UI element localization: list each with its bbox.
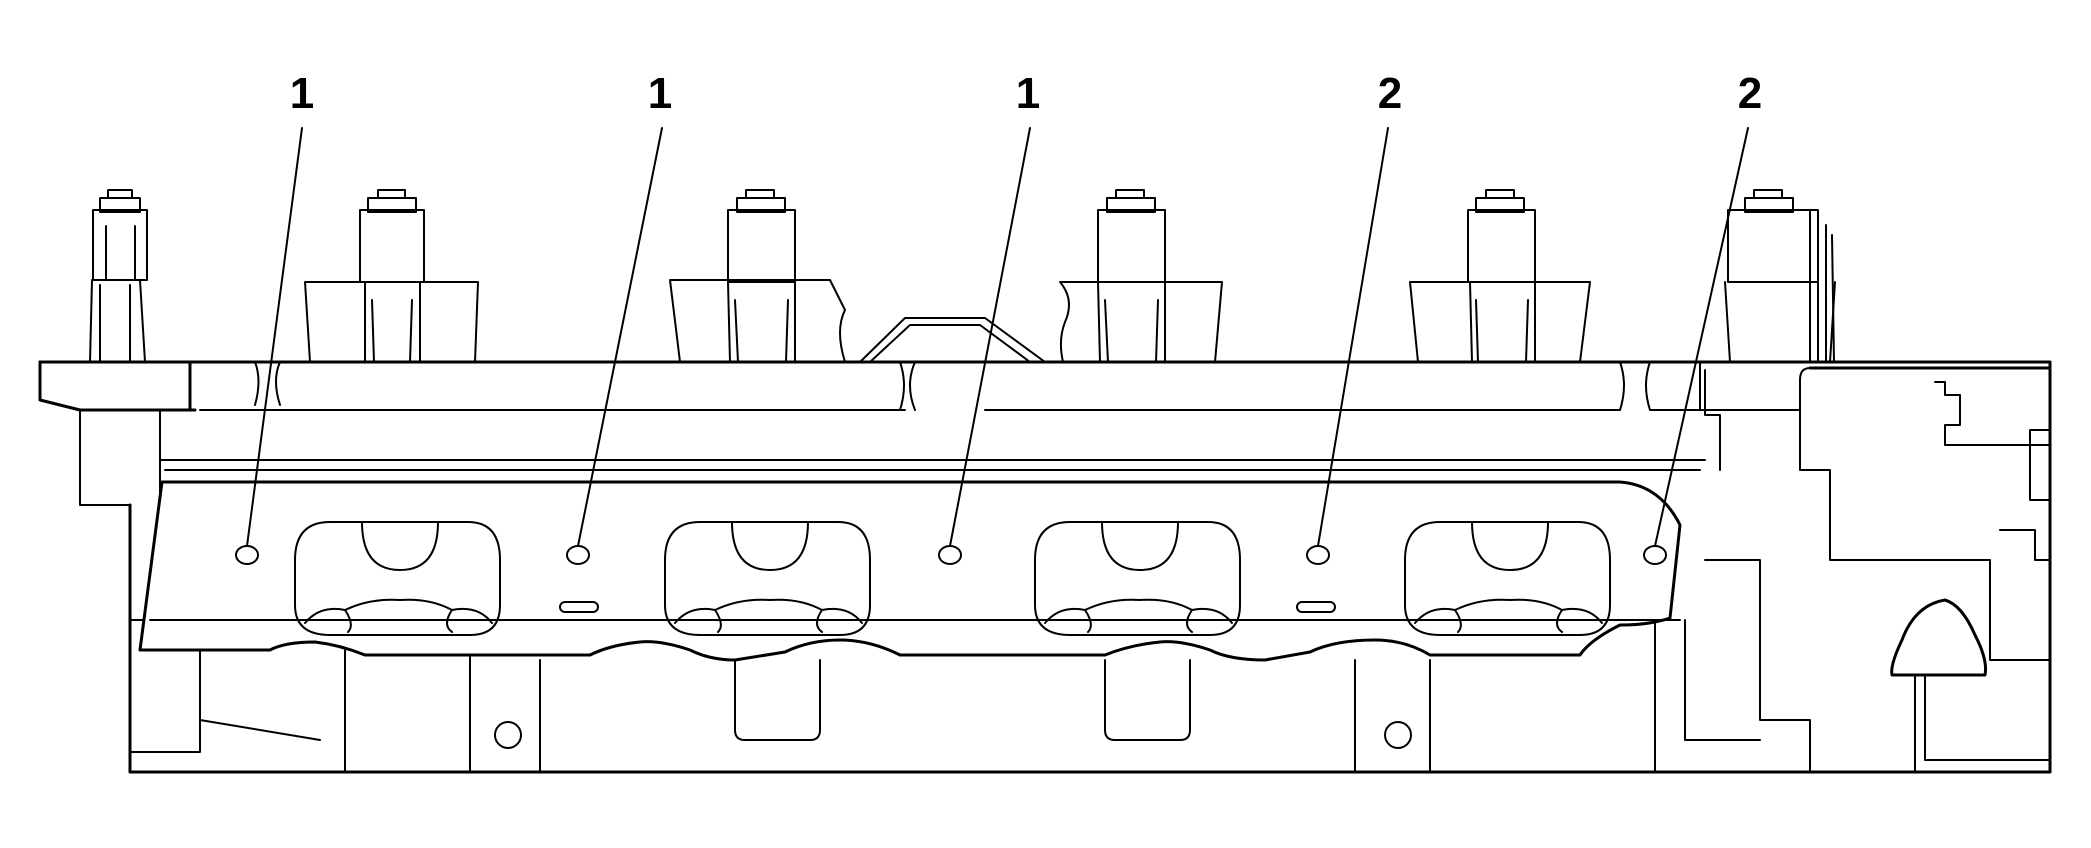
gasket-slot-right bbox=[1296, 601, 1336, 613]
callout-label-2: 2 bbox=[1738, 69, 1762, 118]
leader-line bbox=[949, 127, 1031, 547]
exhaust-port-3 bbox=[1034, 521, 1241, 636]
callout-label-1: 1 bbox=[648, 69, 672, 118]
bolt-tower-4 bbox=[1059, 189, 1223, 363]
callout-label-1: 1 bbox=[1016, 69, 1040, 118]
callout-group-2b: 2 bbox=[1643, 69, 1762, 565]
callout-group-1a: 1 bbox=[235, 69, 314, 565]
callout-group-1c: 1 bbox=[938, 69, 1040, 565]
bolt-tower-2 bbox=[304, 189, 479, 363]
leader-line bbox=[1317, 127, 1389, 547]
callout-label-2: 2 bbox=[1378, 69, 1402, 118]
gasket-slot-left bbox=[559, 601, 599, 613]
leader-line bbox=[1654, 127, 1749, 547]
callout-group-1b: 1 bbox=[566, 69, 672, 565]
bolt-tower-5 bbox=[1409, 189, 1591, 363]
cylinder-head-casting bbox=[128, 366, 2052, 774]
leader-line bbox=[246, 127, 303, 547]
exhaust-port-1 bbox=[294, 521, 501, 636]
exhaust-port-4 bbox=[1404, 521, 1611, 636]
bolt-tower-6 bbox=[1724, 189, 1836, 363]
bolt-tower-1 bbox=[89, 189, 148, 363]
bolt-tower-3 bbox=[669, 189, 1046, 363]
callout-group-2a: 2 bbox=[1306, 69, 1402, 565]
leader-line bbox=[577, 127, 663, 547]
exhaust-port-2 bbox=[664, 521, 871, 636]
callout-label-1: 1 bbox=[290, 69, 314, 118]
exhaust-manifold-gasket bbox=[138, 480, 1682, 662]
